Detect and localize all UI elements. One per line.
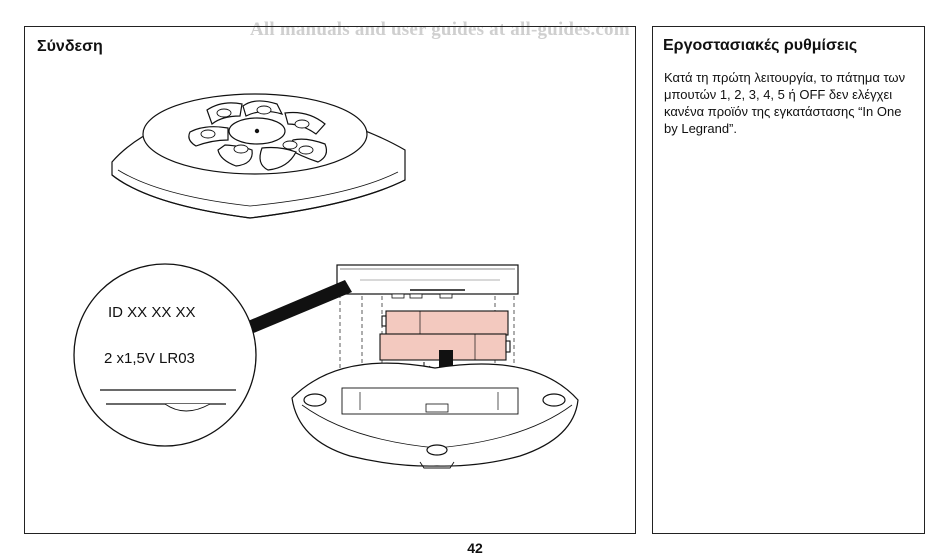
watermark: All manuals and user guides at all-guide… <box>250 19 630 40</box>
connection-panel: Σύνδεση <box>24 26 636 534</box>
battery-spec-label: 2 x1,5V LR03 <box>104 350 195 367</box>
factory-settings-text: Κατά τη πρώτη λειτουργία, το πάτημα των … <box>664 70 906 136</box>
factory-settings-heading: Εργοστασιακές ρυθμίσεις <box>663 37 858 54</box>
remote-control-illustration <box>111 93 406 219</box>
connection-heading: Σύνδεση <box>37 38 103 55</box>
magnified-label-circle: ID XX XX XX 2 x1,5V LR03 <box>73 263 257 447</box>
battery-cover-illustration <box>336 264 519 299</box>
batteries-illustration <box>379 310 511 361</box>
callout-pointer <box>222 280 352 342</box>
page-number: 42 <box>467 540 483 556</box>
battery-compartment-illustration <box>291 362 579 469</box>
remote-button-4 <box>259 146 297 171</box>
factory-settings-panel: Εργοστασιακές ρυθμίσεις Κατά τη πρώτη λε… <box>652 26 925 534</box>
device-id-label: ID XX XX XX <box>108 304 196 321</box>
